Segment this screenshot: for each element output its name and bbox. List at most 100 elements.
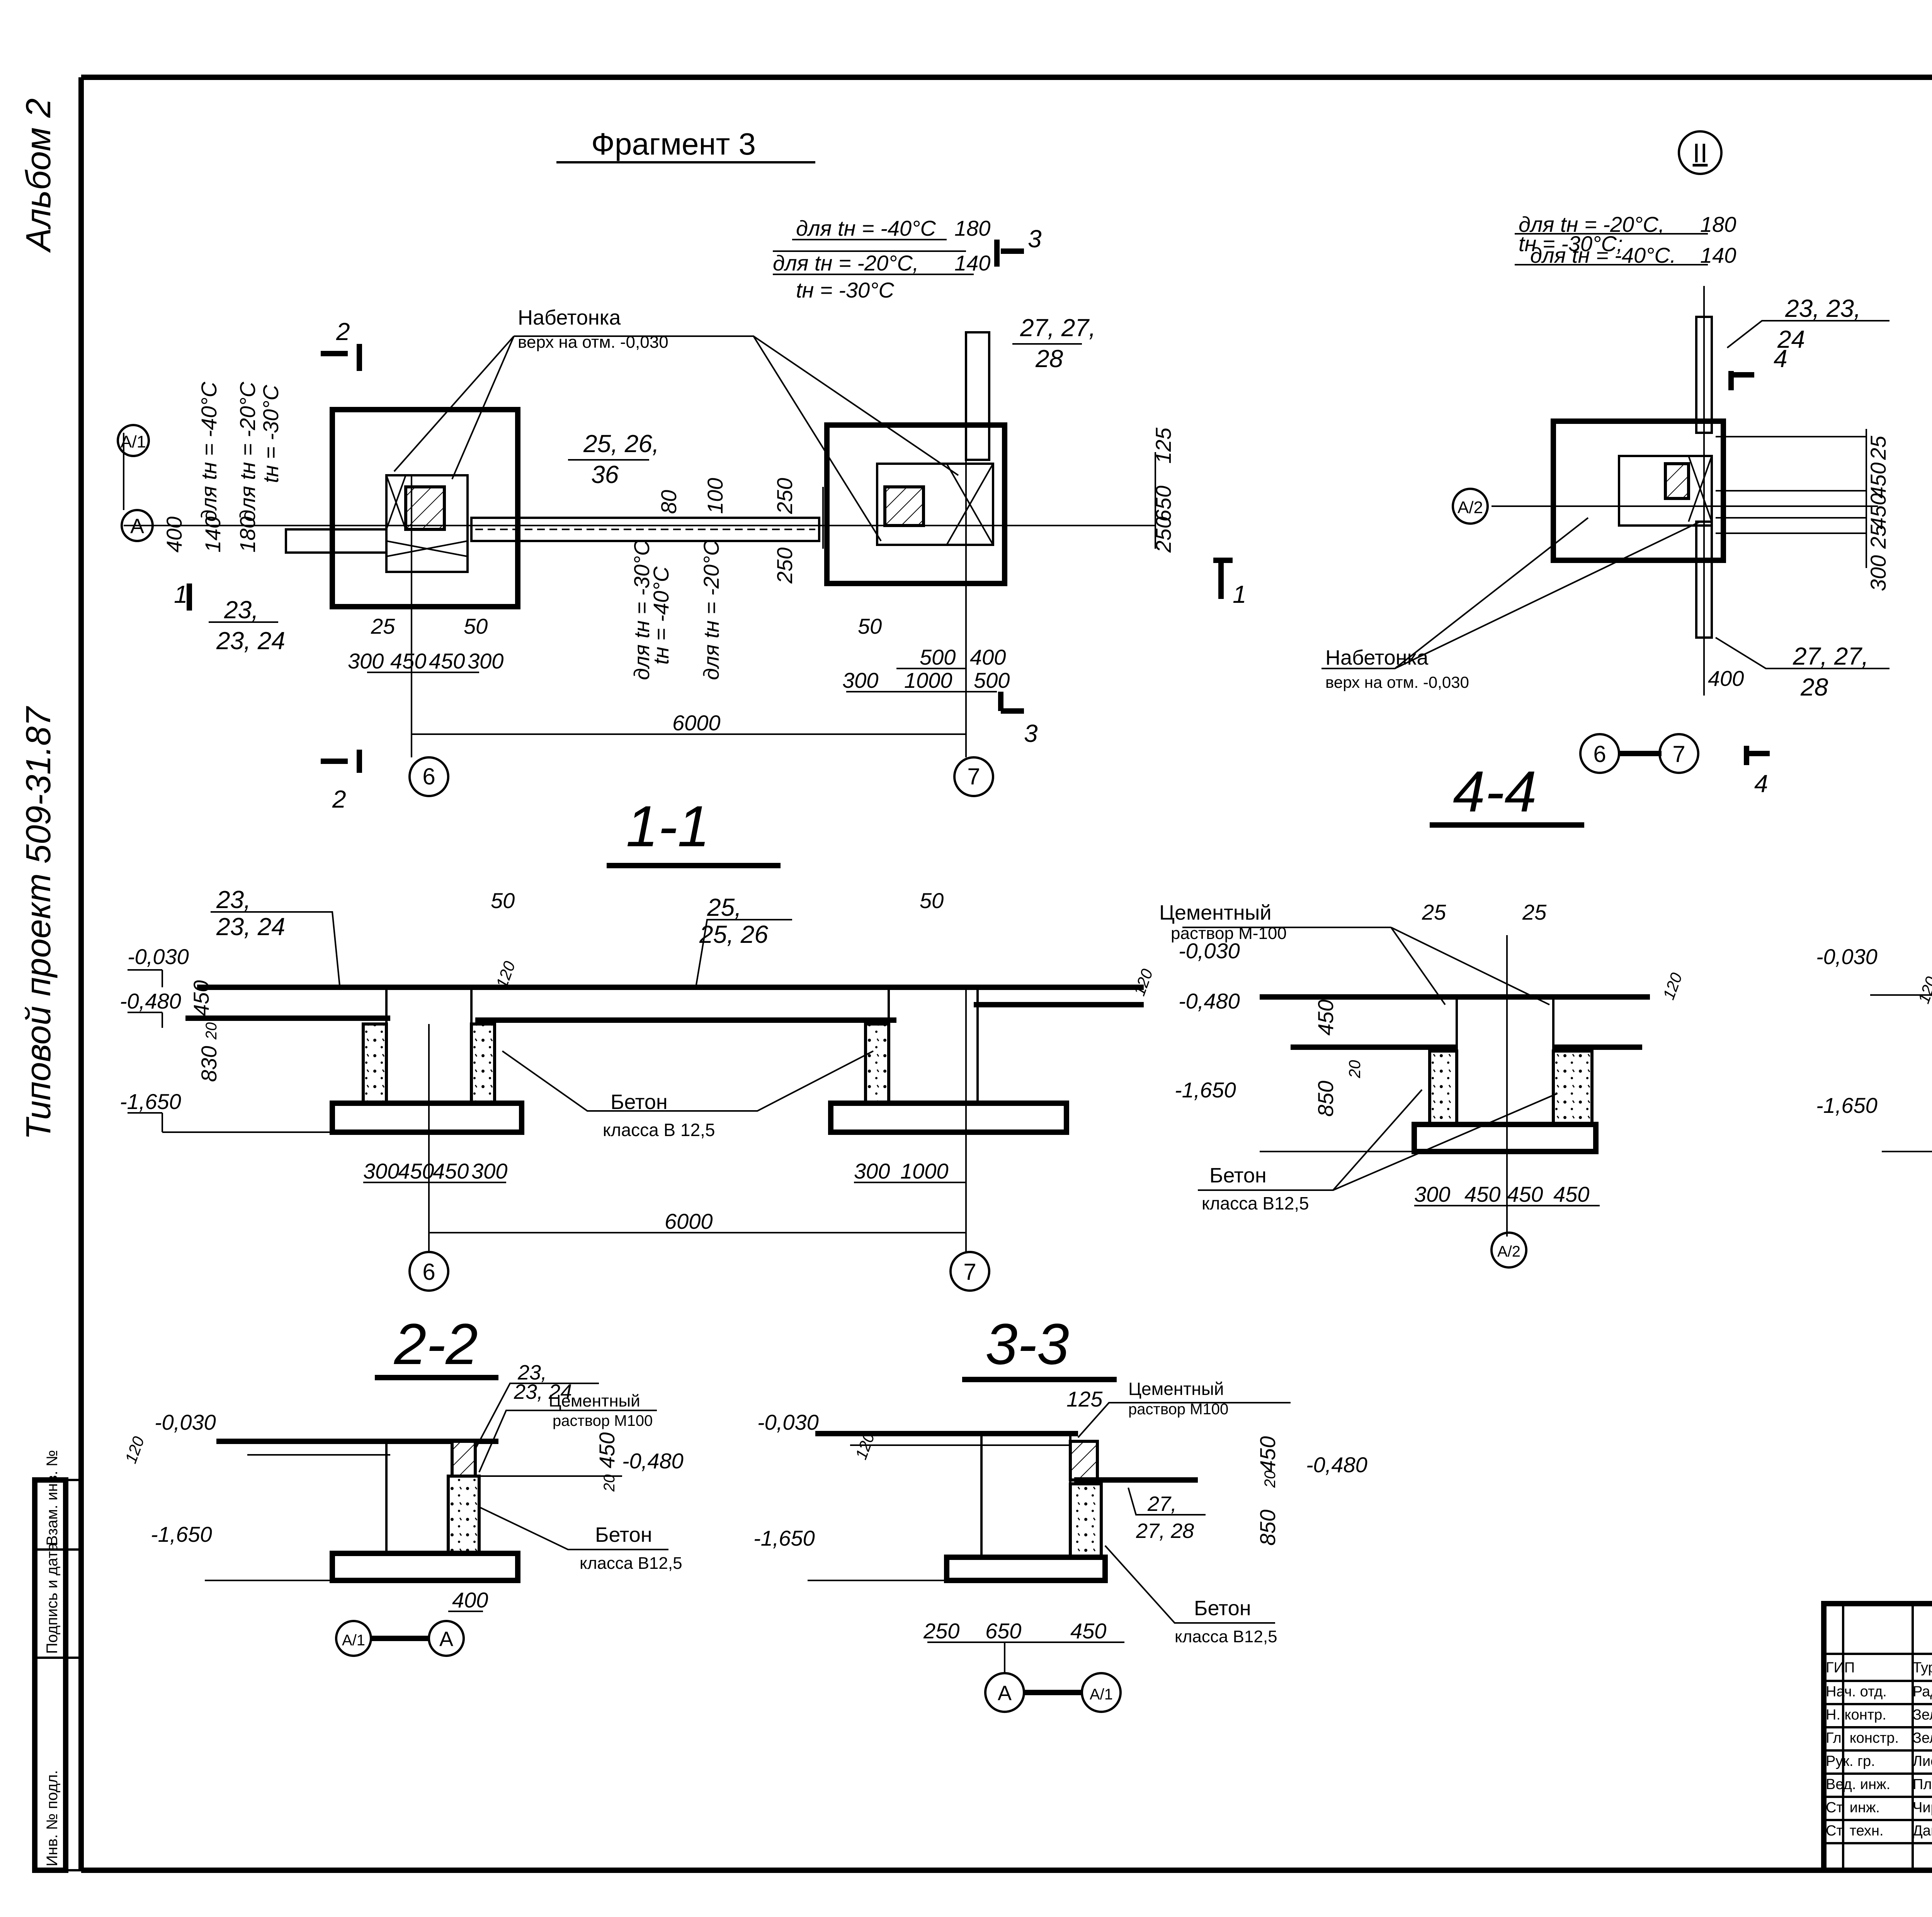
s11-bdim-6000: 6000 xyxy=(665,1209,713,1233)
fragment-title: Фрагмент 3 xyxy=(591,127,756,161)
s44-beton-class: класса В12,5 xyxy=(1202,1193,1309,1213)
staff-role: Н. контр. xyxy=(1826,1706,1886,1723)
staff-role: Нач. отд. xyxy=(1826,1683,1887,1700)
section-3-3-title: 3-3 xyxy=(985,1311,1069,1376)
s44-bdim-300: 300 xyxy=(1414,1182,1450,1206)
dim-50: 50 xyxy=(464,614,488,638)
s11-bdim-1000: 1000 xyxy=(900,1159,949,1183)
project-side-label: Типовой проект 509-31.87 xyxy=(19,706,58,1140)
staff-role: Гл. констр. xyxy=(1826,1730,1899,1746)
staff-role: ГИП xyxy=(1826,1660,1855,1676)
s11-axis-7: 7 xyxy=(963,1259,976,1285)
cut-1-left: 1 xyxy=(174,580,188,608)
s55-level-3: -1,650 xyxy=(1816,1093,1878,1118)
temp-mid-1: для tн = -30°C xyxy=(629,540,654,680)
s33-bdim-650: 650 xyxy=(985,1619,1021,1643)
s11-bdim-450b: 450 xyxy=(433,1159,469,1183)
axis-a-label: А xyxy=(130,515,144,538)
dim-400-b: 400 xyxy=(970,645,1006,669)
node2-leader-27-top: 27, 27, xyxy=(1793,642,1869,670)
temp-left-3: tн = -30°C xyxy=(259,384,283,483)
section-2-2: 2-2 -0,030 -0,480 -1,650 23, 23, 24 Цеме… xyxy=(121,1311,684,1657)
s11-axis-6-marker xyxy=(408,1251,449,1292)
staff-name: Туринский xyxy=(1913,1660,1932,1676)
s33-dim-450: 450 xyxy=(1255,1436,1280,1472)
staff-role: Ст. инж. xyxy=(1826,1799,1880,1816)
node2-dim-300: 300 xyxy=(1866,555,1890,591)
section-1-1: 1-1 -0,030 -0,480 -1,650 23, 23, 24 25, … xyxy=(120,794,1156,1292)
s22-cement-2: раствор М100 xyxy=(553,1412,653,1429)
s44-bdim-450b: 450 xyxy=(1507,1182,1543,1206)
nabetonka-level: верх на отм. -0,030 xyxy=(518,333,668,352)
dim-500-a: 500 xyxy=(920,645,956,669)
stamp-replace: Взам. инв. № xyxy=(44,1450,61,1546)
s44-cement-2: раствор М-100 xyxy=(1171,924,1287,943)
s22-beton-class: класса В12,5 xyxy=(580,1554,682,1573)
staff-name: Пластюкова xyxy=(1913,1776,1932,1793)
axis-a1-marker xyxy=(117,424,150,457)
fragment-3-plan: Фрагмент 3 xyxy=(117,127,1247,813)
axis-7-label: 7 xyxy=(967,764,980,789)
s11-leader-23-top: 23, xyxy=(216,886,251,913)
staff-row: Нач. отд.Радько xyxy=(1826,1680,1932,1703)
s44-dim-120: 120 xyxy=(1659,970,1685,1002)
node2-cut-4-top: 4 xyxy=(1774,345,1787,373)
dim-250-c: 250 xyxy=(1151,517,1175,553)
section-4-4-title: 4-4 xyxy=(1453,759,1537,824)
staff-role: Вед. инж. xyxy=(1826,1776,1891,1793)
stamp-inv: Инв. № подл. xyxy=(44,1770,61,1866)
s11-dim-830: 830 xyxy=(197,1046,221,1082)
leader-23-bottom: 23, 24 xyxy=(216,627,285,655)
node2-dim-450a: 450 xyxy=(1866,463,1890,498)
s22-level-2: -0,480 xyxy=(622,1449,684,1473)
s44-dim-25b: 25 xyxy=(1522,900,1547,924)
s22-level-3: -1,650 xyxy=(151,1522,212,1546)
s11-dim-50b: 50 xyxy=(920,888,944,913)
s55-dim-120: 120 xyxy=(1914,974,1932,1006)
axis-a-marker xyxy=(121,509,154,542)
leader-23-top: 23, xyxy=(224,596,259,624)
staff-row: Гл. констр. Зеленский xyxy=(1826,1726,1932,1750)
dim-400: 400 xyxy=(162,517,186,553)
s11-dim-50a: 50 xyxy=(491,888,515,913)
s44-level-3: -1,650 xyxy=(1175,1078,1236,1102)
s11-bdim-450a: 450 xyxy=(398,1159,434,1183)
temp-top-2: для tн = -20°C, xyxy=(773,251,919,275)
staff-name: Зеленский xyxy=(1913,1730,1932,1746)
s11-dim-20: 20 xyxy=(203,1022,220,1040)
stamp-sign: Подпись и дата xyxy=(44,1543,61,1654)
s33-level-3: -1,650 xyxy=(753,1526,815,1550)
node2-temp-3: для tн = -40°C. xyxy=(1530,243,1676,267)
staff-row: Рук. гр.Лисунов xyxy=(1826,1750,1932,1773)
s11-level-1: -0,030 xyxy=(128,944,189,969)
s33-dim-20: 20 xyxy=(1262,1471,1279,1488)
staff-table: ГИП Туринский Нач. отд.Радько Н. контр. Зе… xyxy=(1826,1656,1932,1842)
s11-bdim-300a: 300 xyxy=(363,1159,399,1183)
s22-level-1: -0,030 xyxy=(155,1410,216,1434)
s11-leader-23-bottom: 23, 24 xyxy=(216,913,285,941)
staff-name: Данилова xyxy=(1913,1822,1932,1839)
section-2-2-title: 2-2 xyxy=(394,1311,478,1376)
node2-axis-7: 7 xyxy=(1672,741,1685,767)
temp-top-1: для tн = -40°C xyxy=(796,216,936,240)
s22-leader-23-bottom: 23, 24 xyxy=(514,1380,572,1403)
staff-row: Ст. инж.Чирва xyxy=(1826,1796,1932,1819)
dim-300-a: 300 xyxy=(348,649,384,673)
temp-top-3: tн = -30°C xyxy=(796,278,895,302)
s33-bdim-450: 450 xyxy=(1070,1619,1106,1643)
section-3-3: 3-3 -0,030 -0,480 -1,650 125 120 450 20 … xyxy=(753,1311,1367,1713)
node2-axis-6: 6 xyxy=(1593,741,1606,767)
s22-dim-120: 120 xyxy=(121,1434,148,1466)
s22-dim-450: 450 xyxy=(595,1432,619,1468)
axis-6-marker xyxy=(408,756,449,797)
cut-3-top: 3 xyxy=(1028,225,1042,253)
s22-beton-label: Бетон xyxy=(595,1523,652,1546)
staff-row: ГИП Туринский xyxy=(1826,1656,1932,1680)
leader-27-top: 27, 27, xyxy=(1020,314,1096,342)
node2-axis-7-marker xyxy=(1658,733,1699,774)
dim-650: 650 xyxy=(1151,486,1175,522)
s33-level-1: -0,030 xyxy=(757,1410,819,1434)
s11-axis-6: 6 xyxy=(422,1259,435,1285)
dim-250-down: 250 xyxy=(772,548,797,584)
